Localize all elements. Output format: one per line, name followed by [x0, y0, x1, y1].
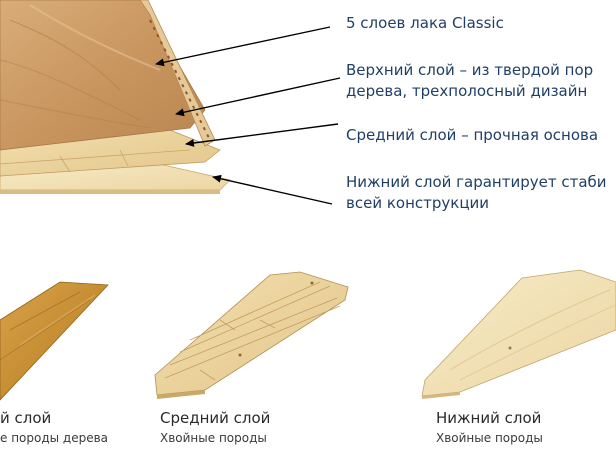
callout-arrows — [155, 26, 341, 205]
stack-top-layer — [0, 0, 216, 151]
label-bottom-layer-line-1: Нижний слой гарантирует стаби — [346, 173, 607, 191]
label-middle-layer-line-1: Средний слой – прочная основа — [346, 126, 599, 144]
board-bottom-pine — [421, 269, 616, 399]
board-top-oak — [0, 281, 109, 401]
board-middle-pine — [154, 271, 349, 399]
label-top-layer-line-1: Верхний слой – из твердой пор — [346, 61, 594, 79]
caption-board-2-title: Средний слой — [160, 409, 271, 427]
caption-board-2-subtitle: Хвойные породы — [160, 431, 267, 445]
caption-board-1-title: й слой — [0, 409, 52, 427]
label-bottom-layer-line-2: всей конструкции — [346, 194, 490, 212]
label-bottom-layer: Нижний слой гарантирует стаби всей конст… — [346, 172, 607, 214]
stack-bottom-layer — [0, 161, 231, 194]
label-top-layer: Верхний слой – из твердой пор дерева, тр… — [346, 60, 593, 102]
caption-board-3-subtitle: Хвойные породы — [436, 431, 543, 445]
caption-board-3-title: Нижний слой — [436, 409, 542, 427]
label-top-layer-line-2: дерева, трехполосный дизайн — [346, 82, 588, 100]
label-varnish-line-1: 5 слоев лака Classic — [346, 14, 504, 32]
label-middle-layer: Средний слой – прочная основа — [346, 125, 598, 146]
caption-board-1-subtitle: е породы дерева — [0, 431, 109, 445]
label-varnish: 5 слоев лака Classic — [346, 13, 504, 34]
